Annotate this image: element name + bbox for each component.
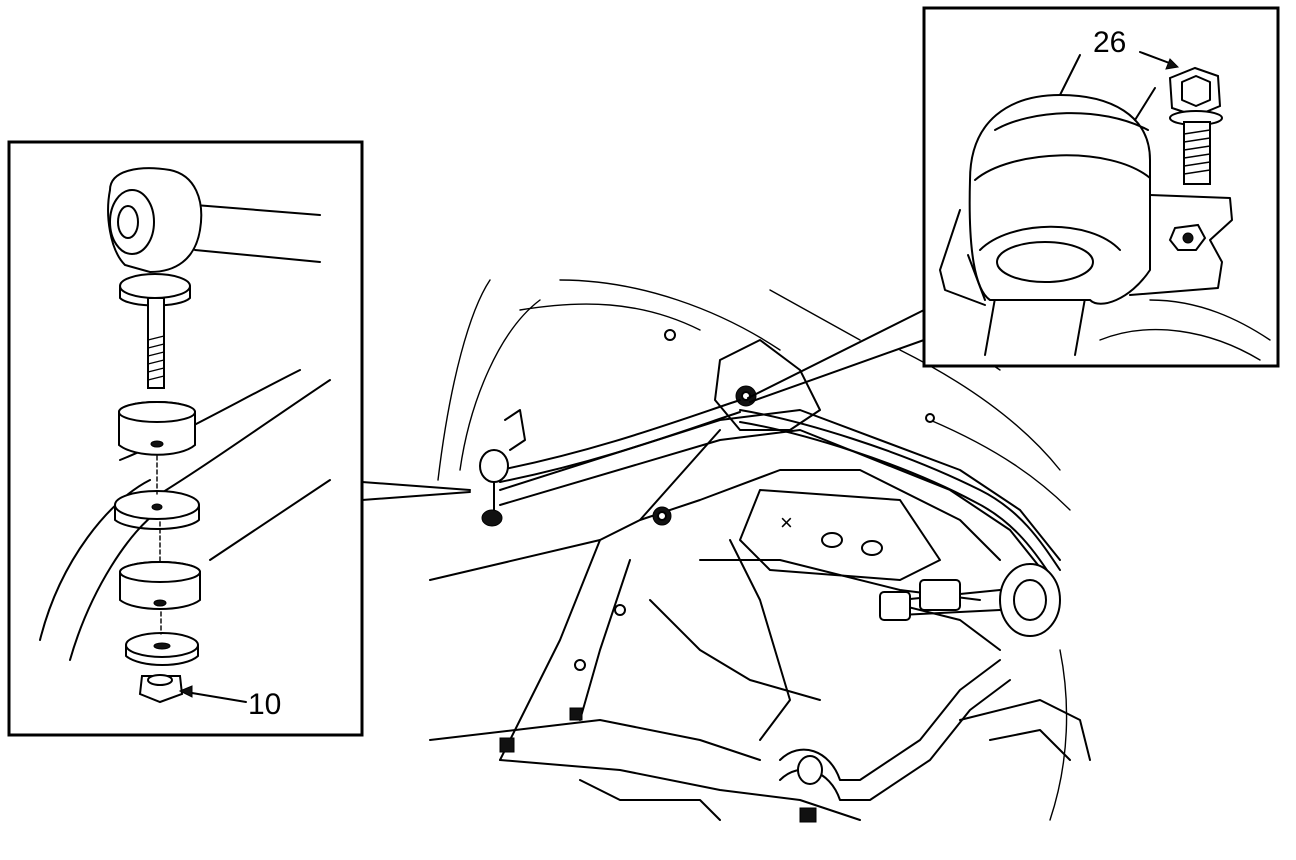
underbody-assembly: ×: [429, 279, 1091, 823]
bolt-head-icon: [1168, 66, 1222, 118]
callout-label-10: 10: [248, 688, 281, 721]
svg-text:×: ×: [780, 510, 793, 535]
callout-pointers: [361, 309, 925, 501]
inset-left-stabilizer-link: 10: [7, 140, 364, 737]
callout-label-26: 26: [1093, 26, 1126, 59]
inset-right-clamp-bolt: 26: [922, 6, 1280, 368]
